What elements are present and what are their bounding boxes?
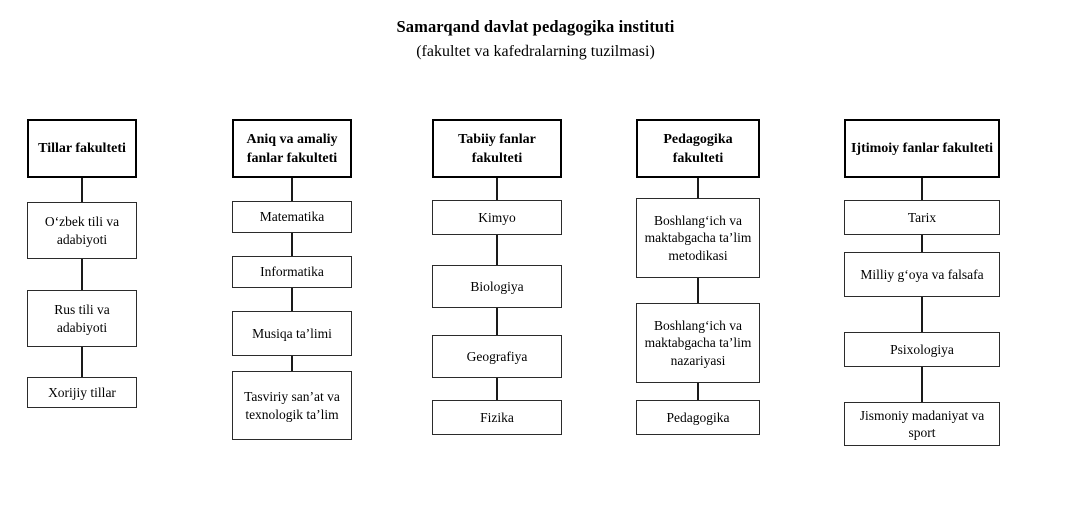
department-label: Matematika [259, 209, 325, 225]
department-label: Rus tili va adabiyoti [54, 302, 110, 335]
department-box[interactable]: Fizika [432, 400, 562, 435]
connector-line [921, 235, 923, 252]
department-box[interactable]: Informatika [232, 256, 352, 288]
department-label: Milliy gʻoya va falsafa [860, 266, 984, 282]
department-label: Xorijiy tillar [48, 384, 116, 400]
department-label: Tasviriy san’at va texnologik ta’lim [244, 389, 340, 422]
faculty-head-aniq-va-amaliy[interactable]: Aniq va amaliy fanlar fakulteti [232, 119, 352, 178]
connector-line [291, 233, 293, 256]
faculty-head-ijtimoiy-fanlar[interactable]: Ijtimoiy fanlar fakulteti [844, 119, 1000, 178]
faculty-head-label: Tabiiy fanlar fakulteti [458, 131, 536, 166]
connector-line [496, 178, 498, 200]
department-label: Musiqa ta’limi [252, 325, 332, 341]
connector-line [291, 356, 293, 371]
department-label: Biologiya [470, 278, 524, 294]
connector-line [697, 278, 699, 303]
faculty-head-label: Pedagogika fakulteti [663, 131, 733, 166]
page-subtitle: (fakultet va kafedralarning tuzilmasi) [416, 43, 655, 60]
faculty-head-tabiiy-fanlar[interactable]: Tabiiy fanlar fakulteti [432, 119, 562, 178]
department-label: Tarix [907, 209, 937, 225]
department-box[interactable]: Kimyo [432, 200, 562, 235]
connector-line [921, 178, 923, 200]
department-box[interactable]: Boshlangʻich va maktabgacha ta’lim metod… [636, 198, 760, 278]
connector-line [496, 235, 498, 265]
department-label: Fizika [480, 409, 514, 425]
department-box[interactable]: Milliy gʻoya va falsafa [844, 252, 1000, 297]
connector-line [81, 259, 83, 290]
department-box[interactable]: Xorijiy tillar [27, 377, 137, 408]
department-label: Oʻzbek tili va adabiyoti [44, 214, 120, 247]
department-box[interactable]: Psixologiya [844, 332, 1000, 367]
page-title: Samarqand davlat pedagogika instituti [396, 17, 675, 36]
department-label: Geografiya [466, 348, 528, 364]
department-box[interactable]: Boshlangʻich va maktabgacha ta’lim nazar… [636, 303, 760, 383]
connector-line [81, 178, 83, 202]
department-box[interactable]: Tasviriy san’at va texnologik ta’lim [232, 371, 352, 440]
faculty-head-tillar[interactable]: Tillar fakulteti [27, 119, 137, 178]
department-label: Boshlangʻich va maktabgacha ta’lim metod… [644, 212, 752, 263]
connector-line [496, 308, 498, 335]
connector-line [921, 297, 923, 332]
connector-line [291, 178, 293, 201]
department-box[interactable]: Jismoniy madaniyat va sport [844, 402, 1000, 446]
department-box[interactable]: Rus tili va adabiyoti [27, 290, 137, 347]
department-label: Informatika [260, 264, 324, 280]
department-box[interactable]: Musiqa ta’limi [232, 311, 352, 356]
department-box[interactable]: Pedagogika [636, 400, 760, 435]
department-box[interactable]: Matematika [232, 201, 352, 233]
department-box[interactable]: Tarix [844, 200, 1000, 235]
department-label: Jismoniy madaniyat va sport [859, 407, 985, 441]
connector-line [496, 378, 498, 400]
department-label: Psixologiya [890, 341, 954, 357]
connector-line [81, 347, 83, 377]
department-label: Pedagogika [666, 409, 730, 425]
connector-line [291, 288, 293, 311]
connector-line [697, 383, 699, 400]
connector-line [921, 367, 923, 402]
connector-line [697, 178, 699, 198]
department-label: Kimyo [478, 209, 516, 225]
department-box[interactable]: Geografiya [432, 335, 562, 378]
faculty-head-pedagogika[interactable]: Pedagogika fakulteti [636, 119, 760, 178]
department-box[interactable]: Oʻzbek tili va adabiyoti [27, 202, 137, 259]
faculty-head-label: Tillar fakulteti [38, 141, 126, 156]
title-block: Samarqand davlat pedagogika instituti (f… [0, 16, 1071, 63]
department-label: Boshlangʻich va maktabgacha ta’lim nazar… [644, 317, 752, 368]
faculty-head-label: Ijtimoiy fanlar fakulteti [850, 141, 994, 156]
faculty-head-label: Aniq va amaliy fanlar fakulteti [246, 131, 338, 166]
department-box[interactable]: Biologiya [432, 265, 562, 308]
